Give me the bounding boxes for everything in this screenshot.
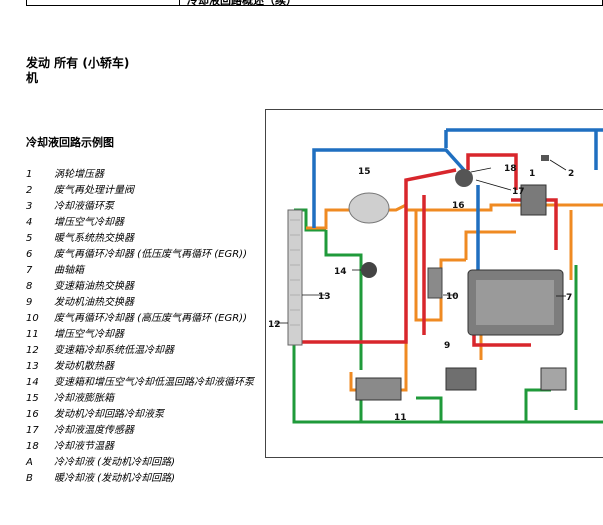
orange-pipe-middle (414, 210, 466, 322)
pump-14 (361, 262, 377, 278)
callout-18: 18 (504, 164, 517, 174)
header-table: 冷却液回路概述（续） (26, 0, 603, 7)
orange-pipe-top-long (406, 203, 603, 212)
callout-16: 16 (452, 201, 465, 211)
callout-1: 1 (529, 169, 535, 179)
section-title-line2: 机 (26, 71, 39, 85)
leader-lines (274, 159, 567, 324)
callout-15: 15 (358, 167, 371, 177)
radiator-fins (290, 219, 300, 326)
callout-11: 11 (394, 413, 407, 423)
diagram-title: 冷却液回路示例图 (26, 136, 114, 149)
red-pipe-main (302, 168, 457, 344)
crankcase-detail (476, 280, 554, 325)
orange-pipe-upper-mid (464, 230, 516, 260)
diagram-canvas: 1 2 7 9 10 11 12 13 14 15 16 17 18 (268, 128, 603, 424)
table-divider (179, 0, 180, 6)
table-cell-text: 冷却液回路概述（续） (187, 0, 297, 7)
section-title: 发动 所有 (小轿车) 机 (26, 56, 129, 86)
green-pipe-right (524, 388, 551, 422)
green-pipe-pump14 (324, 230, 363, 370)
orange-pipe-top (306, 203, 407, 230)
callout-17: 17 (512, 187, 525, 197)
callout-14: 14 (334, 267, 347, 277)
red-pipe-top (466, 153, 518, 190)
pump-16 (455, 169, 473, 187)
section-title-line1: 发动 所有 (小轿车) (26, 56, 130, 70)
charge-air-cooler-11 (355, 377, 402, 401)
callout-10: 10 (446, 292, 459, 302)
heat-exchanger-right (540, 367, 567, 391)
callout-2: 2 (568, 169, 574, 179)
turbocharger-1 (520, 184, 547, 216)
blue-circuit (312, 128, 603, 285)
metering-valve-2 (541, 155, 549, 161)
blue-pipe-top-left (312, 148, 466, 228)
expansion-tank-15 (348, 192, 390, 224)
radiator-13 (287, 209, 303, 346)
callout-13: 13 (318, 292, 331, 302)
coolant-circuit-diagram: 1 2 7 9 10 11 12 13 14 15 16 17 18 (265, 109, 603, 458)
callout-7: 7 (566, 293, 572, 303)
orange-circuit (306, 203, 603, 392)
green-pipe-cooler11 (416, 396, 443, 422)
callout-9: 9 (444, 341, 450, 351)
oil-heat-exchanger-9 (445, 367, 477, 391)
callout-12: 12 (268, 320, 281, 330)
egr-cooler-10 (427, 267, 443, 299)
